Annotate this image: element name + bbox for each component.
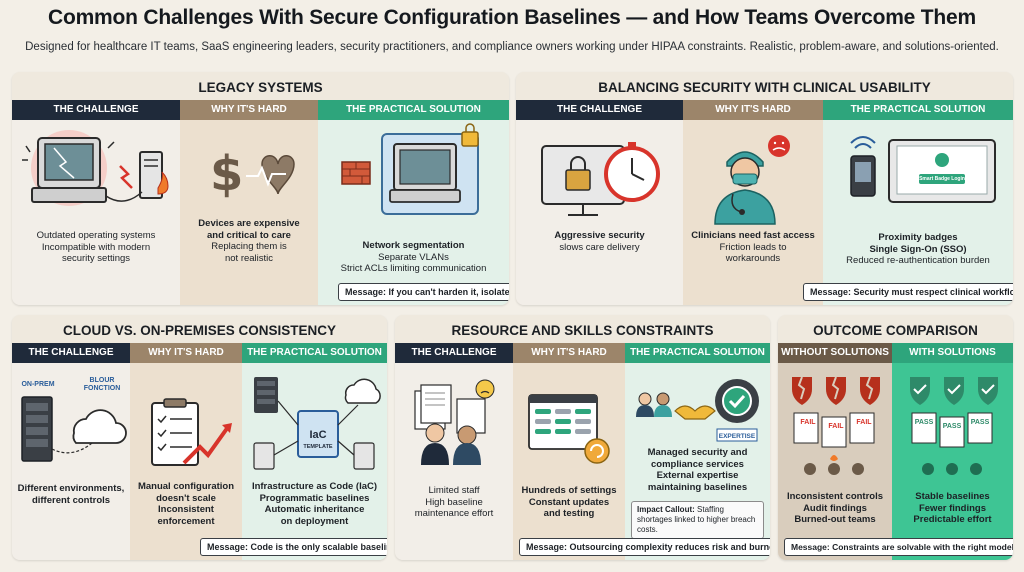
page-title: Common Challenges With Secure Configurat…: [47, 6, 976, 29]
panel-outcome-comparison: Outcome Comparison Without Solutions Wit…: [778, 315, 1013, 560]
panel-title: Resource and Skills Constraints: [451, 323, 714, 338]
column-why: $ Devices are expensive and critical to …: [180, 120, 318, 305]
cloud-tag: BLOUR FONCTION: [83, 377, 121, 392]
impact-callout-label: Impact Callout:: [637, 505, 695, 514]
expertise-tag: EXPERTISE: [718, 433, 756, 440]
cloud-challenge-text: Different environments, different contro…: [17, 483, 125, 506]
panel-clinical-usability: Balancing Security With Clinical Usabili…: [516, 72, 1013, 305]
header-challenge: The Challenge: [516, 100, 683, 120]
panel-title: Cloud vs. On-Premises Consistency: [62, 323, 337, 338]
header-challenge: The Challenge: [395, 343, 513, 363]
panel-title: Legacy Systems: [198, 80, 323, 95]
pass-label-3: PASS: [970, 419, 990, 426]
lock-stopwatch-icon: [541, 142, 660, 216]
legacy-message: Message: If you can't harden it, isolate…: [338, 283, 509, 301]
header-without-solutions: Without Solutions: [778, 343, 892, 363]
impact-callout-text: Staffing shortages linked to higher brea…: [637, 505, 756, 534]
clipboard-chart-icon: [151, 398, 232, 466]
header-solution: The Practical Solution: [625, 343, 770, 363]
settings-panel-icon: [528, 394, 610, 464]
iac-template-icon: [253, 377, 381, 470]
iac-sublabel: TEMPLATE: [303, 444, 333, 450]
column-solution: IaC TEMPLATE Infrastructure as Code (IaC…: [200, 363, 387, 560]
header-why: Why It's Hard: [130, 343, 242, 363]
clinical-challenge-text: Aggressive security slows care delivery: [554, 230, 645, 253]
cloud-why-text: Manual configuration doesn't scale Incon…: [137, 481, 235, 527]
smart-badge-label: Smart Badge Login: [919, 176, 965, 182]
column-challenge: Aggressive security slows care delivery: [516, 120, 683, 305]
pass-label-2: PASS: [942, 423, 962, 430]
column-solution: Network segmentation Separate VLANs Stri…: [318, 120, 509, 305]
impact-callout: Impact Callout: Staffing shortages linke…: [631, 501, 764, 539]
page-subtitle: Designed for healthcare IT teams, SaaS e…: [25, 41, 999, 53]
column-why: Manual configuration doesn't scale Incon…: [130, 363, 242, 560]
header-solution: The Practical Solution: [318, 100, 509, 120]
segmented-computer-icon: [341, 123, 479, 215]
broken-shields-icon: [792, 376, 880, 475]
resources-challenge-text: Limited staff High baseline maintenance …: [414, 485, 494, 519]
column-challenge: Limited staff High baseline maintenance …: [395, 363, 513, 560]
pass-label-1: PASS: [914, 419, 934, 426]
header-solution: The Practical Solution: [823, 100, 1013, 120]
with-outcomes-text: Stable baselines Fewer findings Predicta…: [913, 491, 992, 525]
header-why: Why It's Hard: [180, 100, 318, 120]
column-without: FAIL FAIL FAIL Inconsistent controls Aud…: [778, 363, 892, 560]
fail-label-2: FAIL: [828, 423, 844, 430]
svg-text:$: $: [210, 146, 243, 202]
column-challenge: Outdated operating systems Incompatible …: [12, 120, 180, 305]
check-shields-icon: [910, 377, 998, 475]
legacy-challenge-text: Outdated operating systems Incompatible …: [36, 230, 156, 264]
onprem-tag: ON-PREM: [21, 381, 55, 388]
fail-label-3: FAIL: [856, 419, 872, 426]
column-why: Clinicians need fast access Friction lea…: [683, 120, 823, 305]
iac-label: IaC: [309, 429, 327, 441]
handshake-gear-icon: [636, 379, 759, 442]
header-solution: The Practical Solution: [242, 343, 387, 363]
resources-solution-text: Managed security and compliance services…: [647, 447, 748, 493]
header-with-solutions: With Solutions: [892, 343, 1013, 363]
panel-title: Outcome Comparison: [813, 323, 978, 338]
clinician-icon: [714, 135, 790, 225]
column-solution: EXPERTISE Managed security and complianc…: [519, 363, 770, 560]
column-why: Hundreds of settings Constant updates an…: [513, 363, 625, 560]
cloud-message: Message: Code is the only scalable basel…: [200, 538, 387, 556]
dollar-heart-icon: $: [210, 146, 295, 202]
broken-computer-icon: [22, 130, 169, 206]
panel-cloud-onprem: Cloud vs. On-Premises Consistency The Ch…: [12, 315, 387, 560]
badge-login-icon: [850, 136, 996, 203]
resources-why-text: Hundreds of settings Constant updates an…: [521, 485, 617, 519]
column-challenge: ON-PREM BLOUR FONCTION Different environ…: [12, 363, 130, 560]
resources-message: Message: Outsourcing complexity reduces …: [519, 538, 770, 556]
fail-label-1: FAIL: [800, 419, 816, 426]
panel-title: Balancing Security With Clinical Usabili…: [598, 80, 931, 95]
panel-resources-skills: Resource and Skills Constraints The Chal…: [395, 315, 770, 560]
legacy-solution-text: Network segmentation Separate VLANs Stri…: [340, 240, 487, 274]
header-challenge: The Challenge: [12, 343, 130, 363]
panel-legacy-systems: Legacy Systems The Challenge Why It's Ha…: [12, 72, 509, 305]
header-why: Why It's Hard: [683, 100, 823, 120]
clinical-solution-text: Proximity badges Single Sign-On (SSO) Re…: [846, 232, 990, 266]
column-with: PASS PASS PASS Stable baselines Fewer fi…: [892, 363, 1013, 560]
header-challenge: The Challenge: [12, 100, 180, 120]
clinical-why-text: Clinicians need fast access Friction lea…: [691, 230, 815, 264]
legacy-why-text: Devices are expensive and critical to ca…: [198, 218, 300, 264]
server-cloud-icon: [21, 396, 127, 462]
overwhelmed-staff-icon: [414, 379, 495, 465]
clinical-message: Message: Security must respect clinical …: [803, 283, 1013, 301]
cloud-solution-text: Infrastructure as Code (IaC) Programmati…: [251, 481, 378, 527]
without-outcomes-text: Inconsistent controls Audit findings Bur…: [786, 491, 884, 525]
outcome-message: Message: Constraints are solvable with t…: [784, 538, 1013, 556]
column-solution: Smart Badge Login Proximity badges Singl…: [803, 120, 1013, 305]
header-why: Why It's Hard: [513, 343, 625, 363]
